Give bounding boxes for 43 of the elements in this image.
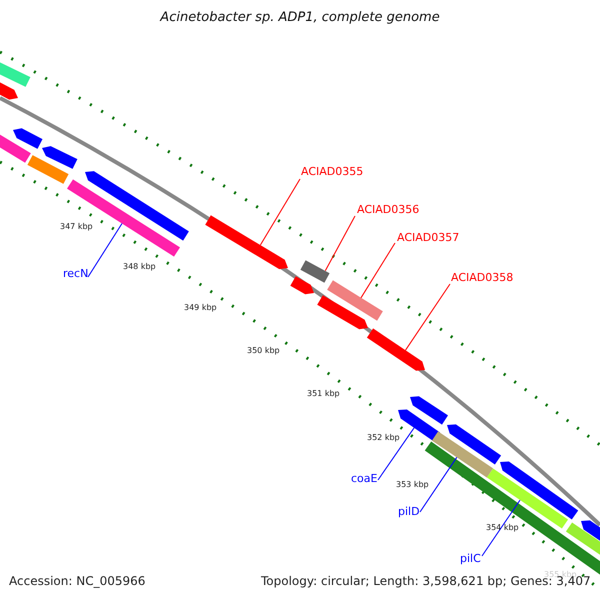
gene-bar — [410, 396, 448, 425]
gene-bar — [432, 431, 494, 478]
scale-label: 348 kbp — [123, 263, 156, 271]
gene-label: pilD — [398, 506, 420, 517]
gene-label: ACIAD0357 — [397, 232, 460, 243]
scale-label: 350 kbp — [247, 347, 280, 355]
gene-bar — [290, 276, 314, 294]
gene-bar — [317, 295, 368, 330]
scale-label: 354 kbp — [486, 524, 519, 532]
gene-bar — [0, 81, 18, 100]
footer-text: Accession: NC_005966 — [9, 575, 146, 587]
gene-label: ACIAD0355 — [301, 166, 364, 177]
gene-label: ACIAD0358 — [451, 272, 514, 283]
gene-bar — [327, 280, 383, 321]
scale-label: 347 kbp — [60, 223, 93, 231]
gene-bar — [42, 146, 78, 169]
gene-label: ACIAD0356 — [357, 204, 420, 215]
scale-label: 352 kbp — [367, 434, 400, 442]
gene-bar — [366, 328, 425, 371]
gene-bar — [27, 155, 69, 184]
scale-label: 353 kbp — [396, 481, 429, 489]
gene-bar — [0, 61, 30, 87]
leader-line — [260, 178, 300, 246]
gene-bar — [447, 424, 502, 464]
gene-bar — [398, 410, 440, 442]
gene-label: pilC — [460, 553, 481, 564]
gene-bar — [0, 133, 31, 163]
gene-bar — [13, 128, 42, 149]
leader-line — [360, 242, 396, 298]
leader-line — [405, 284, 450, 351]
gene-bar — [205, 215, 288, 270]
gene-bar — [300, 260, 330, 283]
leader-line — [482, 500, 520, 556]
leader-line — [324, 216, 356, 272]
scale-label: 349 kbp — [184, 304, 217, 312]
leader-line — [88, 223, 122, 278]
gene-label: coaE — [351, 473, 378, 484]
gene-label: recN — [63, 268, 88, 279]
leader-line — [378, 427, 415, 480]
gene-bar — [500, 462, 578, 520]
leader-line — [420, 456, 458, 512]
scale-label: 351 kbp — [307, 390, 340, 398]
diagram-title: Acinetobacter sp. ADP1, complete genome — [160, 11, 440, 24]
